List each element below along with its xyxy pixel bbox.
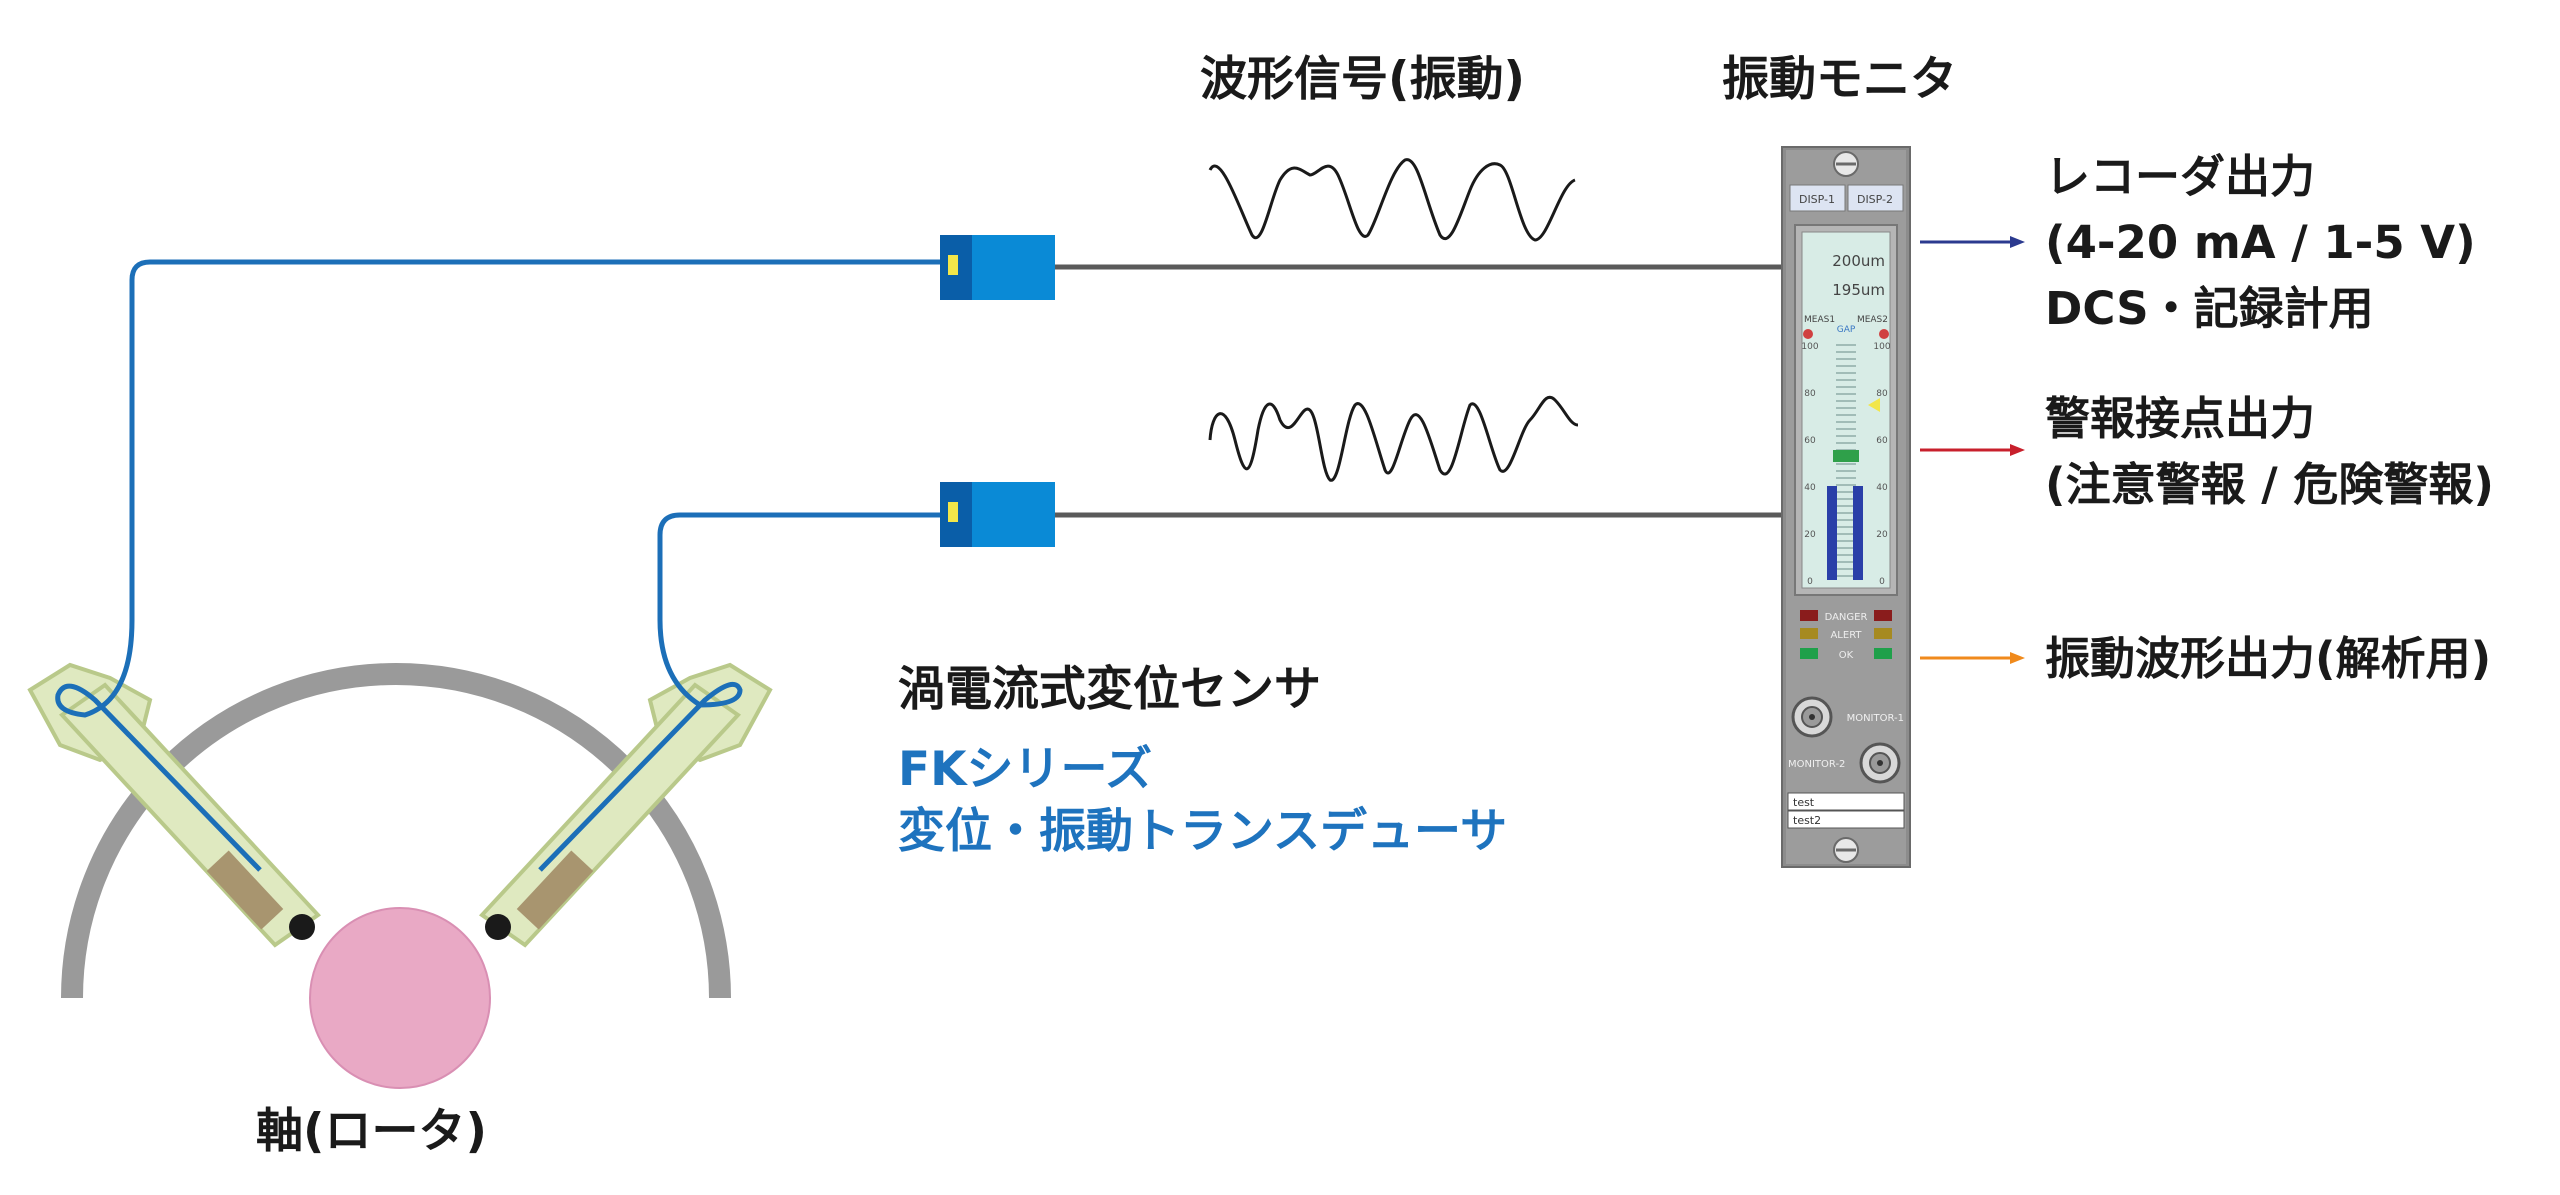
waveform-top	[1208, 158, 1576, 242]
indicator-danger: DANGER	[1825, 612, 1868, 623]
cable-top	[55, 259, 945, 872]
transducer-top	[940, 235, 1055, 300]
cable-bottom	[538, 512, 945, 872]
recorder-output-line-2: (4-20 mA / 1-5 V)	[2045, 216, 2476, 269]
scale-tick-label: 20	[1876, 530, 1888, 540]
disp-1-label: DISP-1	[1799, 193, 1835, 206]
bar-label-meas1: MEAS1	[1804, 315, 1835, 325]
scale-labels: 0 0 20 20 40 40 60 60 80 80 100 100	[1801, 342, 1890, 587]
waveform-bottom	[1208, 396, 1579, 482]
recorder-output-line-1: レコーダ出力	[2045, 150, 2316, 203]
bar-label-gap: GAP	[1837, 325, 1856, 335]
indicator-ok: OK	[1839, 650, 1854, 661]
tag-1: test	[1793, 796, 1815, 809]
rotor-shaft	[309, 907, 491, 1089]
monitor-1-label: MONITOR-1	[1847, 713, 1904, 724]
recorder-output-text: レコーダ出力 (4-20 mA / 1-5 V) DCS・記録計用	[2045, 144, 2476, 342]
scale-tick-label: 20	[1804, 530, 1816, 540]
scale-tick-label: 40	[1876, 483, 1888, 493]
arrow-recorder	[1920, 236, 2025, 248]
waveform-output-line-1: 振動波形出力(解析用)	[2045, 632, 2492, 685]
arrow-alarm	[1920, 444, 2025, 456]
level-bar-right	[1853, 486, 1863, 580]
monitor-2-connector[interactable]	[1859, 742, 1901, 784]
scale-tick-label: 40	[1804, 483, 1816, 493]
monitor-1-connector[interactable]	[1791, 696, 1833, 738]
scale-tick-label: 80	[1804, 389, 1816, 399]
scale-tick-label: 80	[1876, 389, 1888, 399]
shaft-label: 軸(ロータ)	[256, 1104, 487, 1159]
alarm-output-text: 警報接点出力 (注意警報 / 危険警報)	[2045, 386, 2494, 518]
waveform-output-text: 振動波形出力(解析用)	[2045, 626, 2491, 692]
bar-label-meas2: MEAS2	[1857, 315, 1888, 325]
scale-tick-label: 60	[1876, 436, 1888, 446]
scale-tick-label: 100	[1801, 342, 1818, 352]
sensor-type-label: 渦電流式変位センサ	[898, 662, 1321, 717]
disp-2-button[interactable]	[1847, 184, 1904, 212]
arrow-waveform	[1920, 652, 2025, 664]
scale-tick-label: 100	[1873, 342, 1890, 352]
display-value-1: 200um	[1832, 252, 1885, 270]
vibration-monitor-label: 振動モニタ	[1722, 52, 1957, 107]
machine-housing	[61, 663, 731, 999]
level-bar-left	[1827, 486, 1837, 580]
waveform-signal-label: 波形信号(振動)	[1200, 52, 1525, 107]
transducer-bottom	[940, 482, 1055, 547]
disp-1-button[interactable]	[1789, 184, 1846, 212]
scale-tick-label: 0	[1807, 577, 1813, 587]
product-name-label: 変位・振動トランスデューサ	[898, 804, 1508, 859]
monitor-2-label: MONITOR-2	[1788, 759, 1845, 770]
disp-2-label: DISP-2	[1857, 193, 1893, 206]
display-value-2: 195um	[1832, 281, 1885, 299]
vibration-monitor: DISP-1 DISP-2 200um 195um MEAS1 GAP MEAS…	[1781, 146, 1911, 868]
alarm-output-line-2: (注意警報 / 危険警報)	[2045, 458, 2494, 511]
scale-tick-label: 60	[1804, 436, 1816, 446]
product-series-label: FKシリーズ	[898, 742, 1153, 797]
recorder-output-line-3: DCS・記録計用	[2045, 282, 2374, 335]
alarm-output-line-1: 警報接点出力	[2045, 392, 2316, 445]
scale-tick-label: 0	[1879, 577, 1885, 587]
indicator-alert: ALERT	[1830, 630, 1862, 641]
tag-2: test2	[1793, 814, 1821, 827]
